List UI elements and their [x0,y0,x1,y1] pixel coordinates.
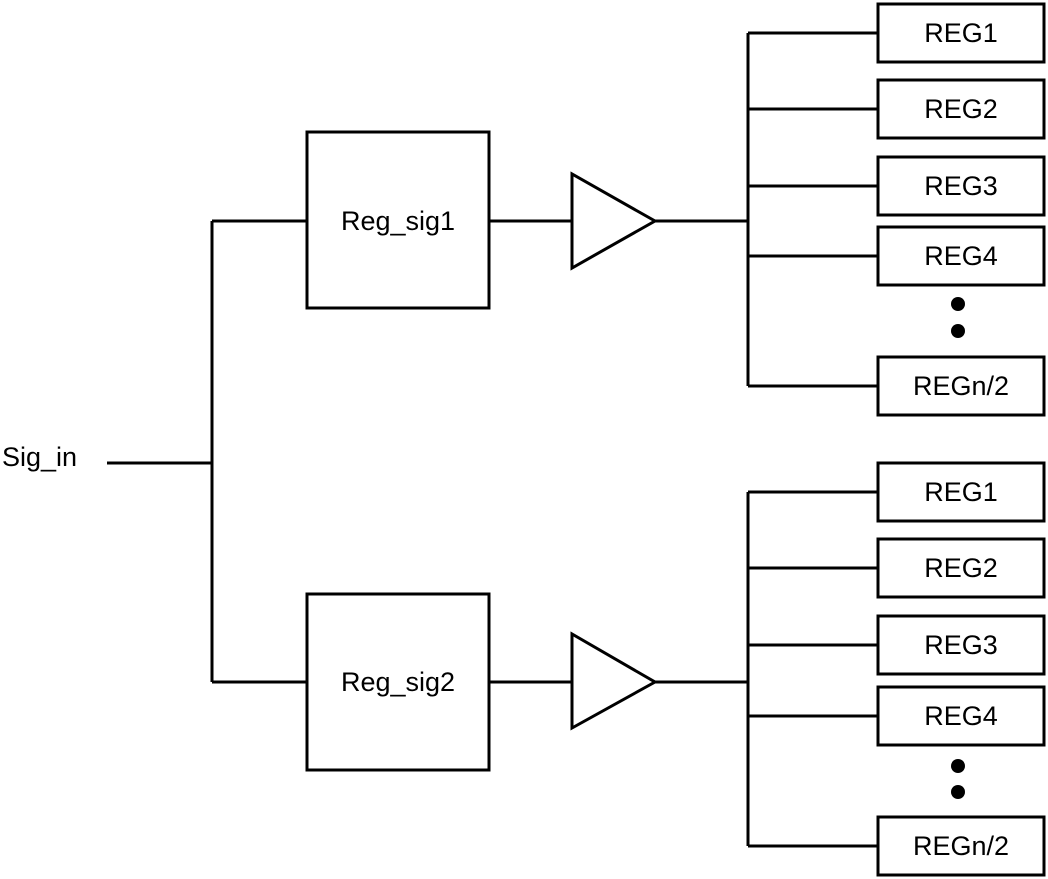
register-box [876,155,1046,217]
register-label: REGn/2 [913,371,1009,401]
branch-1-register: REG1 [748,2,1046,64]
register-label: REG2 [924,94,998,124]
register-box [876,355,1046,417]
branch-2-register: REG1 [748,461,1046,523]
register-label: REG2 [924,553,998,583]
register-box [876,614,1046,676]
register-box [876,2,1046,64]
register-box [876,78,1046,140]
branch-2-register: REGn/2 [748,815,1046,877]
register-label: REG4 [924,241,998,271]
register-box [876,815,1046,877]
register-label: REGn/2 [913,831,1009,861]
branch-2: Reg_sig2 REG1 REG2 REG3 REG4 [212,461,1046,877]
buffer-1-icon [570,171,659,271]
buffer-2-icon [570,631,659,731]
branch-1-register: REG2 [748,78,1046,140]
ellipsis-dot [951,759,965,773]
register-label: REG3 [924,630,998,660]
branch-2-register: REG2 [748,537,1046,599]
branch-1-register: REG4 [748,225,1046,287]
reg-sig2-label: Reg_sig2 [341,667,455,697]
reg-sig1-label: Reg_sig1 [341,206,455,236]
register-label: REG3 [924,171,998,201]
ellipsis-dot [951,297,965,311]
register-label: REG4 [924,701,998,731]
branch-2-register: REG3 [748,614,1046,676]
branch-2-register: REG4 [748,685,1046,747]
register-box [876,461,1046,523]
register-box [876,537,1046,599]
register-label: REG1 [924,18,998,48]
register-label: REG1 [924,477,998,507]
reg-sig2-block [305,592,491,772]
reg-sig1-block [305,130,491,310]
branch-1-register: REGn/2 [748,355,1046,417]
register-box [876,225,1046,287]
ellipsis-dot [951,785,965,799]
register-box [876,685,1046,747]
input-label: Sig_in [2,442,77,472]
branch-1: Reg_sig1 REG1 REG2 REG3 REG4 [212,2,1046,417]
ellipsis-dot [951,324,965,338]
branch-1-register: REG3 [748,155,1046,217]
